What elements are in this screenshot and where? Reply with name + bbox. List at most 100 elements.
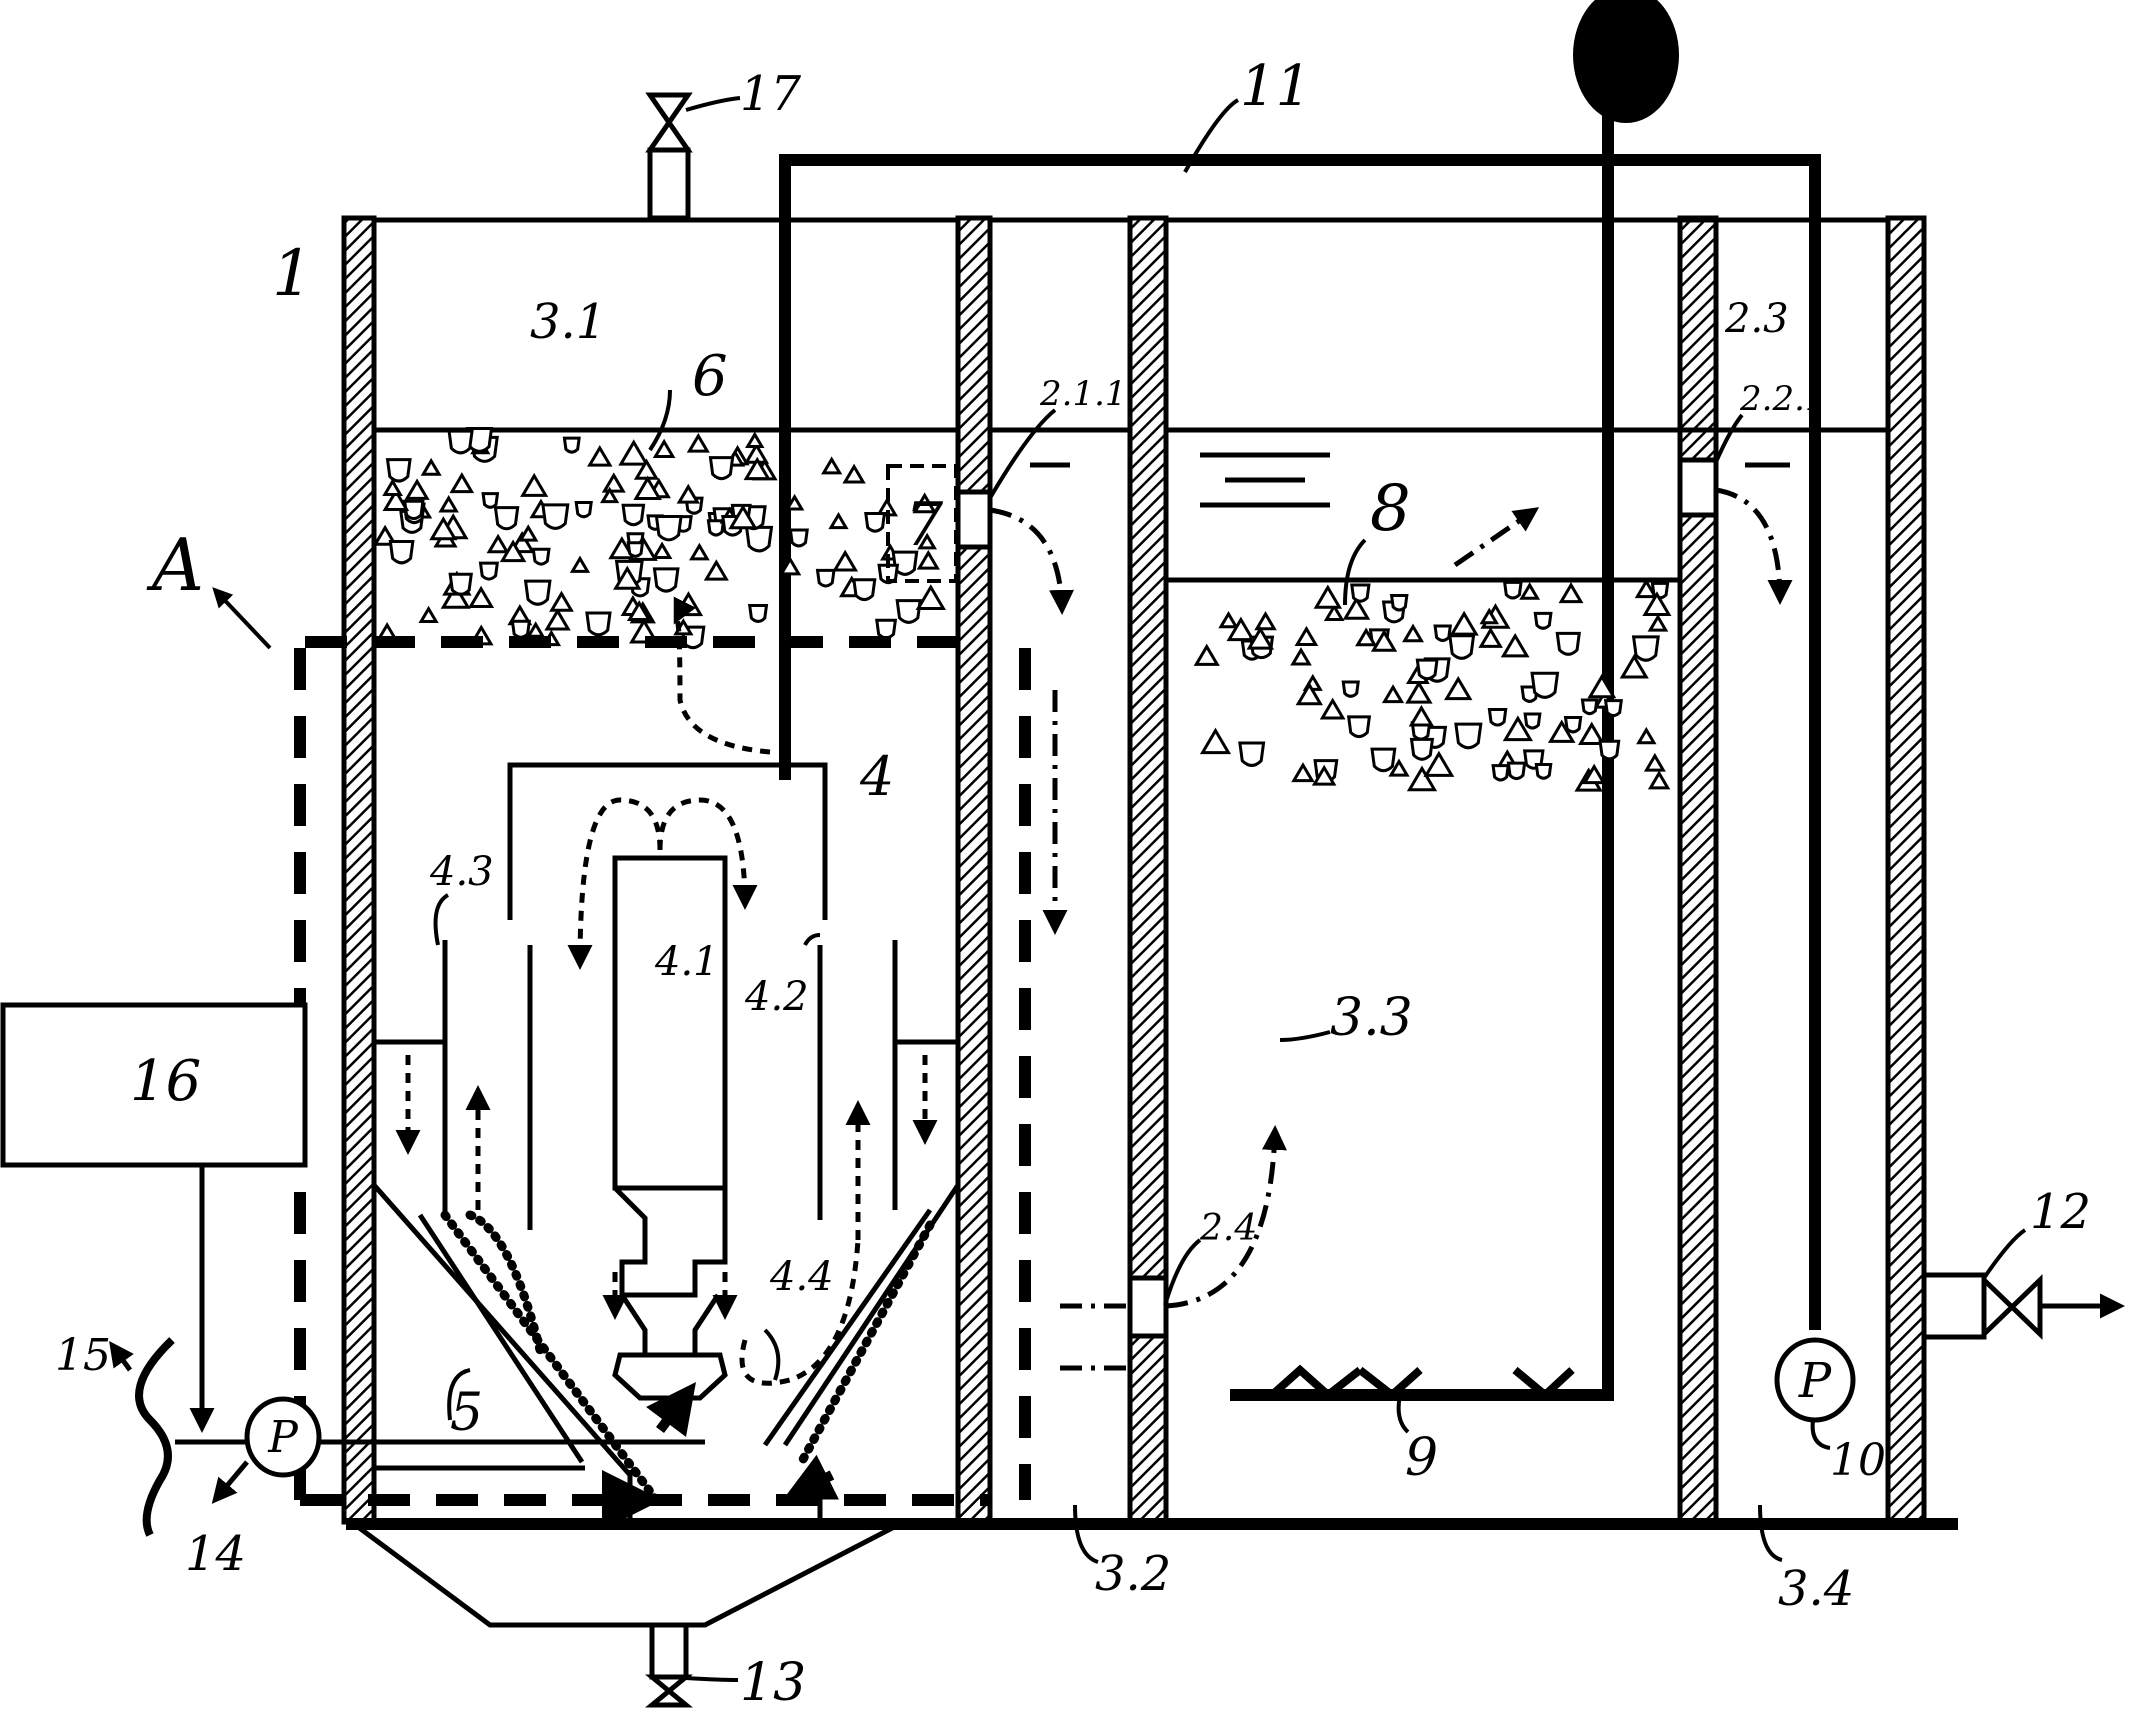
valve-17[interactable]: [645, 92, 693, 221]
label-6: 6: [692, 344, 728, 409]
granule-triangle: [1323, 603, 1345, 622]
granule-triangle: [468, 585, 495, 609]
label-12: 12: [2030, 1184, 2091, 1240]
label-15: 15: [55, 1330, 111, 1381]
bowtie-valve-icon: [645, 1674, 693, 1708]
bowtie-valve-icon: [645, 92, 693, 153]
granule-cup: [1346, 715, 1372, 739]
granule-cup: [403, 499, 425, 521]
granule-cup: [1563, 715, 1583, 734]
granule-cup: [493, 506, 520, 531]
granule-cup: [1409, 737, 1435, 761]
granule-triangle: [601, 472, 626, 493]
granule-triangle: [1558, 582, 1584, 604]
granule-triangle: [1370, 629, 1398, 652]
granule-triangle: [821, 456, 843, 475]
granule-cup: [1534, 762, 1553, 780]
granule-triangle: [1254, 611, 1277, 631]
granule-triangle: [440, 583, 471, 609]
label-14: 14: [185, 1526, 246, 1582]
granule-triangle: [1449, 610, 1479, 636]
pump-left[interactable]: P: [244, 1396, 322, 1478]
label-9: 9: [1405, 1428, 1438, 1488]
granule-triangle: [1502, 715, 1534, 742]
granule-triangle: [1582, 763, 1607, 785]
granule-cup: [1487, 708, 1508, 727]
granule-triangle: [1444, 675, 1473, 701]
media-granules-right: [1193, 578, 1672, 792]
granule-triangle: [486, 533, 510, 554]
granule-cup: [747, 604, 769, 623]
recirculation-pipe-11: [779, 154, 1821, 1330]
granule-cup: [562, 436, 581, 454]
granule-triangle: [420, 457, 442, 476]
granule-cup: [510, 619, 532, 639]
media-granules-left: [372, 427, 946, 650]
label-3-3: 3.3: [1330, 988, 1413, 1048]
granule-triangle: [912, 492, 937, 514]
granule-triangle: [382, 488, 410, 511]
granule-cup: [852, 578, 877, 602]
pump-icon: [1774, 1337, 1856, 1423]
granule-cup: [815, 568, 836, 588]
granule-triangle: [608, 536, 636, 560]
granule-triangle: [569, 555, 591, 573]
granule-triangle: [1577, 721, 1606, 745]
granule-triangle: [1406, 765, 1438, 792]
label-A: A: [146, 523, 204, 607]
granule-cup: [1533, 611, 1553, 630]
granule-triangle: [618, 439, 650, 466]
valve-13[interactable]: [645, 1622, 693, 1708]
granule-triangle: [499, 539, 527, 563]
nozzle-head: [612, 1352, 728, 1401]
granule-triangle: [518, 524, 539, 542]
partition-wall-3: [1677, 215, 1719, 1525]
granule-cup: [585, 611, 612, 637]
granule-triangle: [1319, 697, 1346, 720]
granule-cup: [1491, 764, 1510, 782]
granule-cup: [1415, 658, 1439, 681]
granule-triangle: [382, 478, 403, 496]
granule-triangle: [1547, 719, 1576, 743]
granule-triangle: [828, 511, 849, 530]
label-3-4: 3.4: [1778, 1561, 1854, 1617]
label-1: 1: [272, 237, 313, 311]
granule-triangle: [526, 621, 546, 638]
granule-cup: [1523, 712, 1542, 730]
label-3-1: 3.1: [530, 294, 606, 350]
pump-icon: [244, 1396, 322, 1478]
granule-cup: [744, 525, 774, 553]
granule-triangle: [587, 445, 613, 467]
granule-triangle: [1405, 680, 1433, 704]
granule-cup: [1580, 698, 1599, 716]
granule-triangle: [1313, 584, 1343, 609]
outer-wall-left: [341, 215, 377, 1525]
label-2-3: 2.3: [1724, 296, 1789, 342]
granule-cup: [1454, 722, 1483, 750]
granule-triangle: [1388, 758, 1410, 777]
granule-triangle: [1381, 684, 1405, 704]
granule-cup: [388, 540, 415, 565]
granule-triangle: [549, 590, 574, 612]
label-13: 13: [740, 1653, 806, 1710]
granule-triangle: [1500, 632, 1530, 658]
granule-triangle: [1290, 647, 1312, 666]
granule-cup: [574, 501, 593, 519]
valve-12[interactable]: [1921, 1272, 2125, 1340]
granule-cup: [706, 519, 726, 537]
label-2-4: 2.4: [1199, 1208, 1257, 1249]
granule-cup: [788, 528, 809, 548]
granule-cup: [1506, 761, 1527, 781]
label-16: 16: [130, 1049, 201, 1114]
reactor-column-4-1: [612, 855, 728, 1191]
pump-right[interactable]: P: [1774, 1337, 1856, 1423]
granule-triangle: [778, 556, 802, 576]
bottom-cone: [352, 1521, 902, 1628]
labels: 1 3.1 6 7 17 11 2.1.1 2.3 2.2.1 8 A 4 4.…: [55, 54, 2091, 1710]
granule-triangle: [1408, 704, 1435, 727]
granule-cup: [1530, 671, 1560, 699]
module-hood: [507, 762, 828, 920]
granule-cup: [708, 456, 735, 481]
label-4-4: 4.4: [769, 1254, 834, 1300]
